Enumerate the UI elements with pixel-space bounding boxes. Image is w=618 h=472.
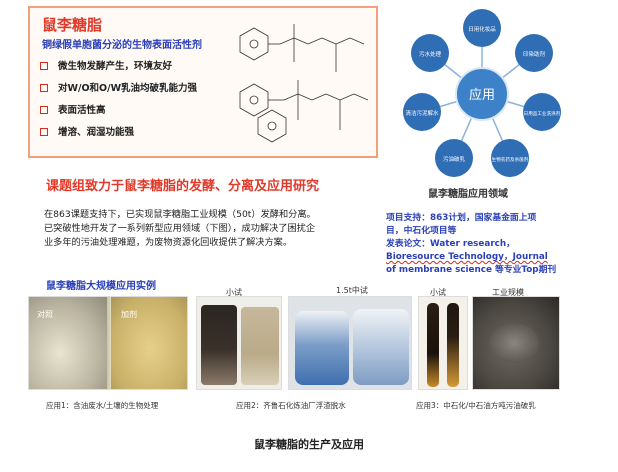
case-caption: 应用1：含油废水/土壤的生物处理 [46, 401, 159, 410]
network-node [411, 34, 449, 72]
project-line: 发表论文：Water research， [386, 239, 515, 249]
photo-small-test-jars [196, 296, 282, 390]
network-node [435, 139, 473, 177]
project-info: 项目支持：863计划，国家基金面上项 目，中石化项目等 发表论文：Water r… [386, 212, 586, 277]
photo-label-pilot-1-5t: 1.5t中试 [336, 286, 368, 295]
network-node [403, 93, 441, 131]
feature-item: 微生物发酵产生，环境友好 [40, 58, 172, 72]
chemical-structure-diagram [239, 24, 369, 143]
network-node-label: 清洁污泥解水 [405, 109, 439, 117]
description-line: 在863课题支持下，已实现鼠李糖脂工业规模（50t）发酵和分离。 [44, 209, 316, 220]
checkbox-icon [40, 106, 48, 114]
network-caption: 鼠李糖脂应用领域 [428, 189, 508, 200]
network-node [523, 93, 561, 131]
network-node [491, 139, 529, 177]
network-node-label: 污水处理 [419, 50, 442, 58]
figure-caption: 鼠李糖脂的生产及应用 [254, 438, 364, 451]
project-line: of membrane science 等专业Top期刊 [386, 265, 557, 275]
network-node-label: 生物农药及杀菌剂 [492, 156, 529, 163]
network-node-label: 日用化妆品 [468, 25, 496, 33]
network-node-label: 印染助剂 [523, 50, 546, 58]
description-line: 已突破性地开发了一系列新型应用领域（下图），成功解决了困扰企 [44, 223, 316, 234]
network-node-label: 日用品工业洗涤剂 [524, 110, 561, 117]
network-node-label: 污油破乳 [443, 155, 466, 163]
project-line: Bioresource Technology，Journal [386, 252, 548, 262]
headline: 课题组致力于鼠李糖脂的发酵、分离及应用研究 [46, 179, 320, 194]
intro-subtitle: 铜绿假单胞菌分泌的生物表面活性剂 [42, 40, 202, 51]
checkbox-icon [40, 128, 48, 136]
network-node [463, 9, 501, 47]
cases-title: 鼠李糖脂大规模应用实例 [46, 281, 156, 292]
photo-test-tubes [418, 296, 468, 390]
photo-label-pilot-small: 小试 [226, 288, 242, 297]
project-line: 目，中石化项目等 [386, 226, 457, 236]
photo-wastewater-treatment: 对照 加剂 [28, 296, 188, 390]
feature-item: 增溶、润湿功能强 [40, 124, 134, 138]
feature-item: 表面活性高 [40, 102, 106, 116]
network-center-node [455, 67, 509, 121]
case-caption: 应用3：中石化/中石油方吨污油破乳 [416, 401, 536, 410]
photo-label-industrial: 工业规模 [492, 288, 524, 297]
checkbox-icon [40, 84, 48, 92]
case-caption: 应用2：齐鲁石化炼油厂浮渣脱水 [236, 401, 346, 410]
description-line: 业多年的污油处理难题，为废物资源化回收提供了解决方案。 [44, 237, 293, 248]
photo-label-dosed: 加剂 [121, 310, 137, 319]
intro-title: 鼠李糖脂 [42, 16, 103, 34]
description-paragraph: 在863课题支持下，已实现鼠李糖脂工业规模（50t）发酵和分离。 已突破性地开发… [44, 208, 384, 250]
project-line: 项目支持：863计划，国家基金面上项 [386, 213, 537, 223]
network-center-label: 应用 [469, 87, 495, 103]
photo-label-control: 对照 [37, 310, 53, 319]
intro-panel: 鼠李糖脂 铜绿假单胞菌分泌的生物表面活性剂 微生物发酵产生，环境友好 对W/O和… [28, 6, 378, 158]
photo-industrial-scale [472, 296, 560, 390]
photo-label-small-test: 小试 [430, 288, 446, 297]
network-node [515, 34, 553, 72]
feature-item: 对W/O和O/W乳油均破乳能力强 [40, 80, 197, 94]
checkbox-icon [40, 62, 48, 70]
photo-pilot-tanks [288, 296, 412, 390]
application-network-diagram: 应用 日用化妆品 印染助剂 日用品工业洗涤剂 生物农药及杀菌剂 污油破乳 清洁污… [403, 9, 561, 177]
